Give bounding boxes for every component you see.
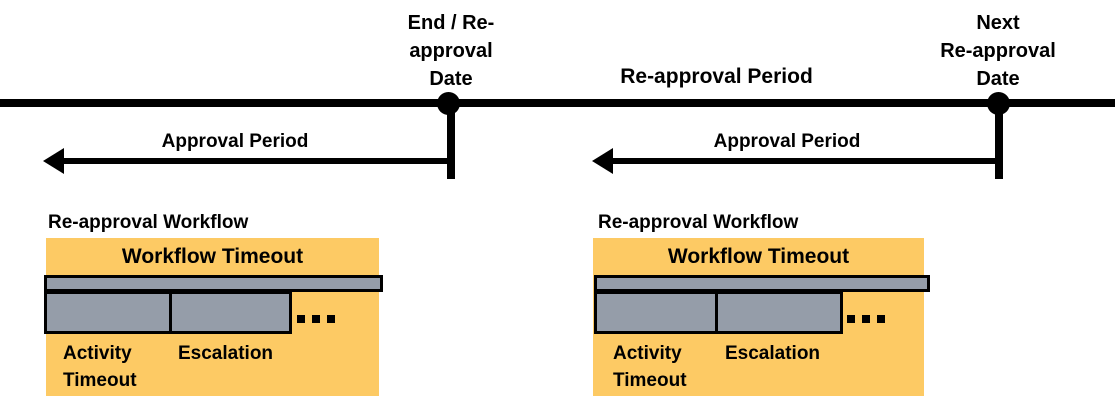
end-reapproval-date-label: End / Re- approval Date — [407, 12, 495, 90]
timeline-axis — [0, 99, 1115, 107]
ellipsis-dot — [877, 315, 885, 323]
approval-period-arrow-right — [608, 158, 999, 164]
activity-timeout-label-right: Activity Timeout — [613, 343, 687, 391]
workflow-timeout-label-right: Workflow Timeout — [667, 245, 850, 268]
ellipsis-icon — [847, 315, 885, 323]
reapproval-workflow-title-right: Re-approval Workflow — [598, 212, 799, 233]
workflow-timeout-bar-right — [594, 275, 930, 292]
ellipsis-dot — [327, 315, 335, 323]
ellipsis-dot — [862, 315, 870, 323]
next-reapproval-date-label: Next Re-approval Date — [940, 12, 1056, 90]
reapproval-workflow-title-left: Re-approval Workflow — [48, 212, 249, 233]
escalation-label-right: Escalation — [725, 343, 821, 364]
end-reapproval-date-tick — [447, 103, 455, 179]
escalation-label-left: Escalation — [178, 343, 274, 364]
ellipsis-icon — [297, 315, 335, 323]
arrowhead-left-icon — [43, 148, 64, 174]
approval-period-arrow-left — [58, 158, 451, 164]
ellipsis-dot — [847, 315, 855, 323]
approval-period-label-right: Approval Period — [713, 131, 861, 152]
arrowhead-right-icon — [592, 148, 613, 174]
reapproval-period-label: Re-approval Period — [620, 65, 813, 88]
approval-period-label-left: Approval Period — [161, 131, 309, 152]
escalation-box-left — [169, 291, 292, 334]
activity-timeout-box-left — [44, 291, 172, 334]
next-reapproval-date-tick — [995, 103, 1003, 179]
escalation-box-right — [715, 291, 843, 334]
activity-timeout-label-left: Activity Timeout — [63, 343, 137, 391]
workflow-timeout-label-left: Workflow Timeout — [121, 245, 304, 268]
activity-timeout-box-right — [594, 291, 721, 334]
ellipsis-dot — [312, 315, 320, 323]
ellipsis-dot — [297, 315, 305, 323]
workflow-timeout-bar-left — [44, 275, 383, 292]
